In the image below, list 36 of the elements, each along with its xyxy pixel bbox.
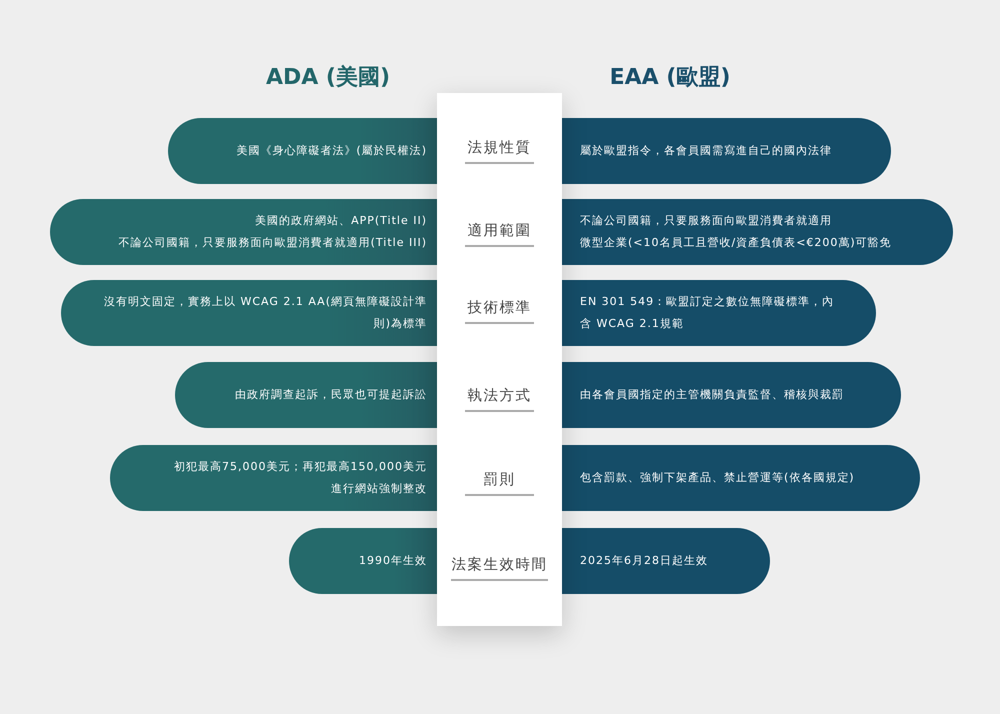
cell-text: 沒有明文固定，實務上以 WCAG 2.1 AA(網頁無障礙設計準則)為標準 (102, 294, 427, 332)
cell-text: EN 301 549：歐盟訂定之數位無障礙標準，內含 WCAG 2.1規範 (580, 294, 836, 332)
cell-text: 屬於歐盟指令，各會員國需寫進自己的國內法律 (580, 143, 832, 159)
ada-row-band (175, 362, 437, 428)
column-heading: ADA (美國) (266, 64, 390, 92)
eaa-row-band (562, 445, 920, 511)
ada-row-band (50, 199, 437, 265)
ada-row-band (289, 528, 437, 594)
category-label: 執法方式 (465, 386, 534, 412)
cell-text: 2025年6月28日起生效 (580, 553, 708, 569)
ada-row-band (110, 445, 437, 511)
cell-text: 不論公司國籍，只要服務面向歐盟消費者就適用(Title III) (118, 235, 427, 251)
category-label: 法案生效時間 (451, 555, 548, 581)
category-label: 法規性質 (465, 138, 534, 164)
center-panel (437, 93, 562, 626)
eaa-row-band (562, 118, 891, 184)
cell-text: 由政府調查起訴，民眾也可提起訴訟 (235, 387, 427, 403)
ada-row-band (61, 280, 437, 346)
eaa-row-band (562, 199, 953, 265)
cell-text: 微型企業(<10名員工且營收/資產負債表<€200萬)可豁免 (580, 235, 892, 251)
ada-row-band (168, 118, 437, 184)
cell-text: 進行網站強制整改 (331, 481, 427, 497)
cell-text: 不論公司國籍，只要服務面向歐盟消費者就適用 (580, 213, 832, 229)
cell-text: 美國《身心障礙者法》(屬於民權法) (236, 143, 427, 159)
cell-text: 美國的政府網站、APP(Title II) (255, 213, 427, 229)
cell-text: 初犯最高75,000美元；再犯最高150,000美元 (174, 459, 427, 475)
category-label: 技術標準 (465, 298, 534, 324)
cell-text: 1990年生效 (359, 553, 427, 569)
category-label: 罰則 (465, 470, 534, 496)
category-label: 適用範圍 (465, 221, 534, 247)
eaa-row-band (562, 362, 901, 428)
column-heading: EAA (歐盟) (610, 64, 730, 92)
cell-text: 由各會員國指定的主管機關負責監督、稽核與裁罰 (580, 387, 844, 403)
eaa-row-band (562, 528, 770, 594)
eaa-row-band (562, 280, 876, 346)
cell-text: 包含罰款、強制下架產品、禁止營運等(依各國規定) (580, 470, 855, 486)
